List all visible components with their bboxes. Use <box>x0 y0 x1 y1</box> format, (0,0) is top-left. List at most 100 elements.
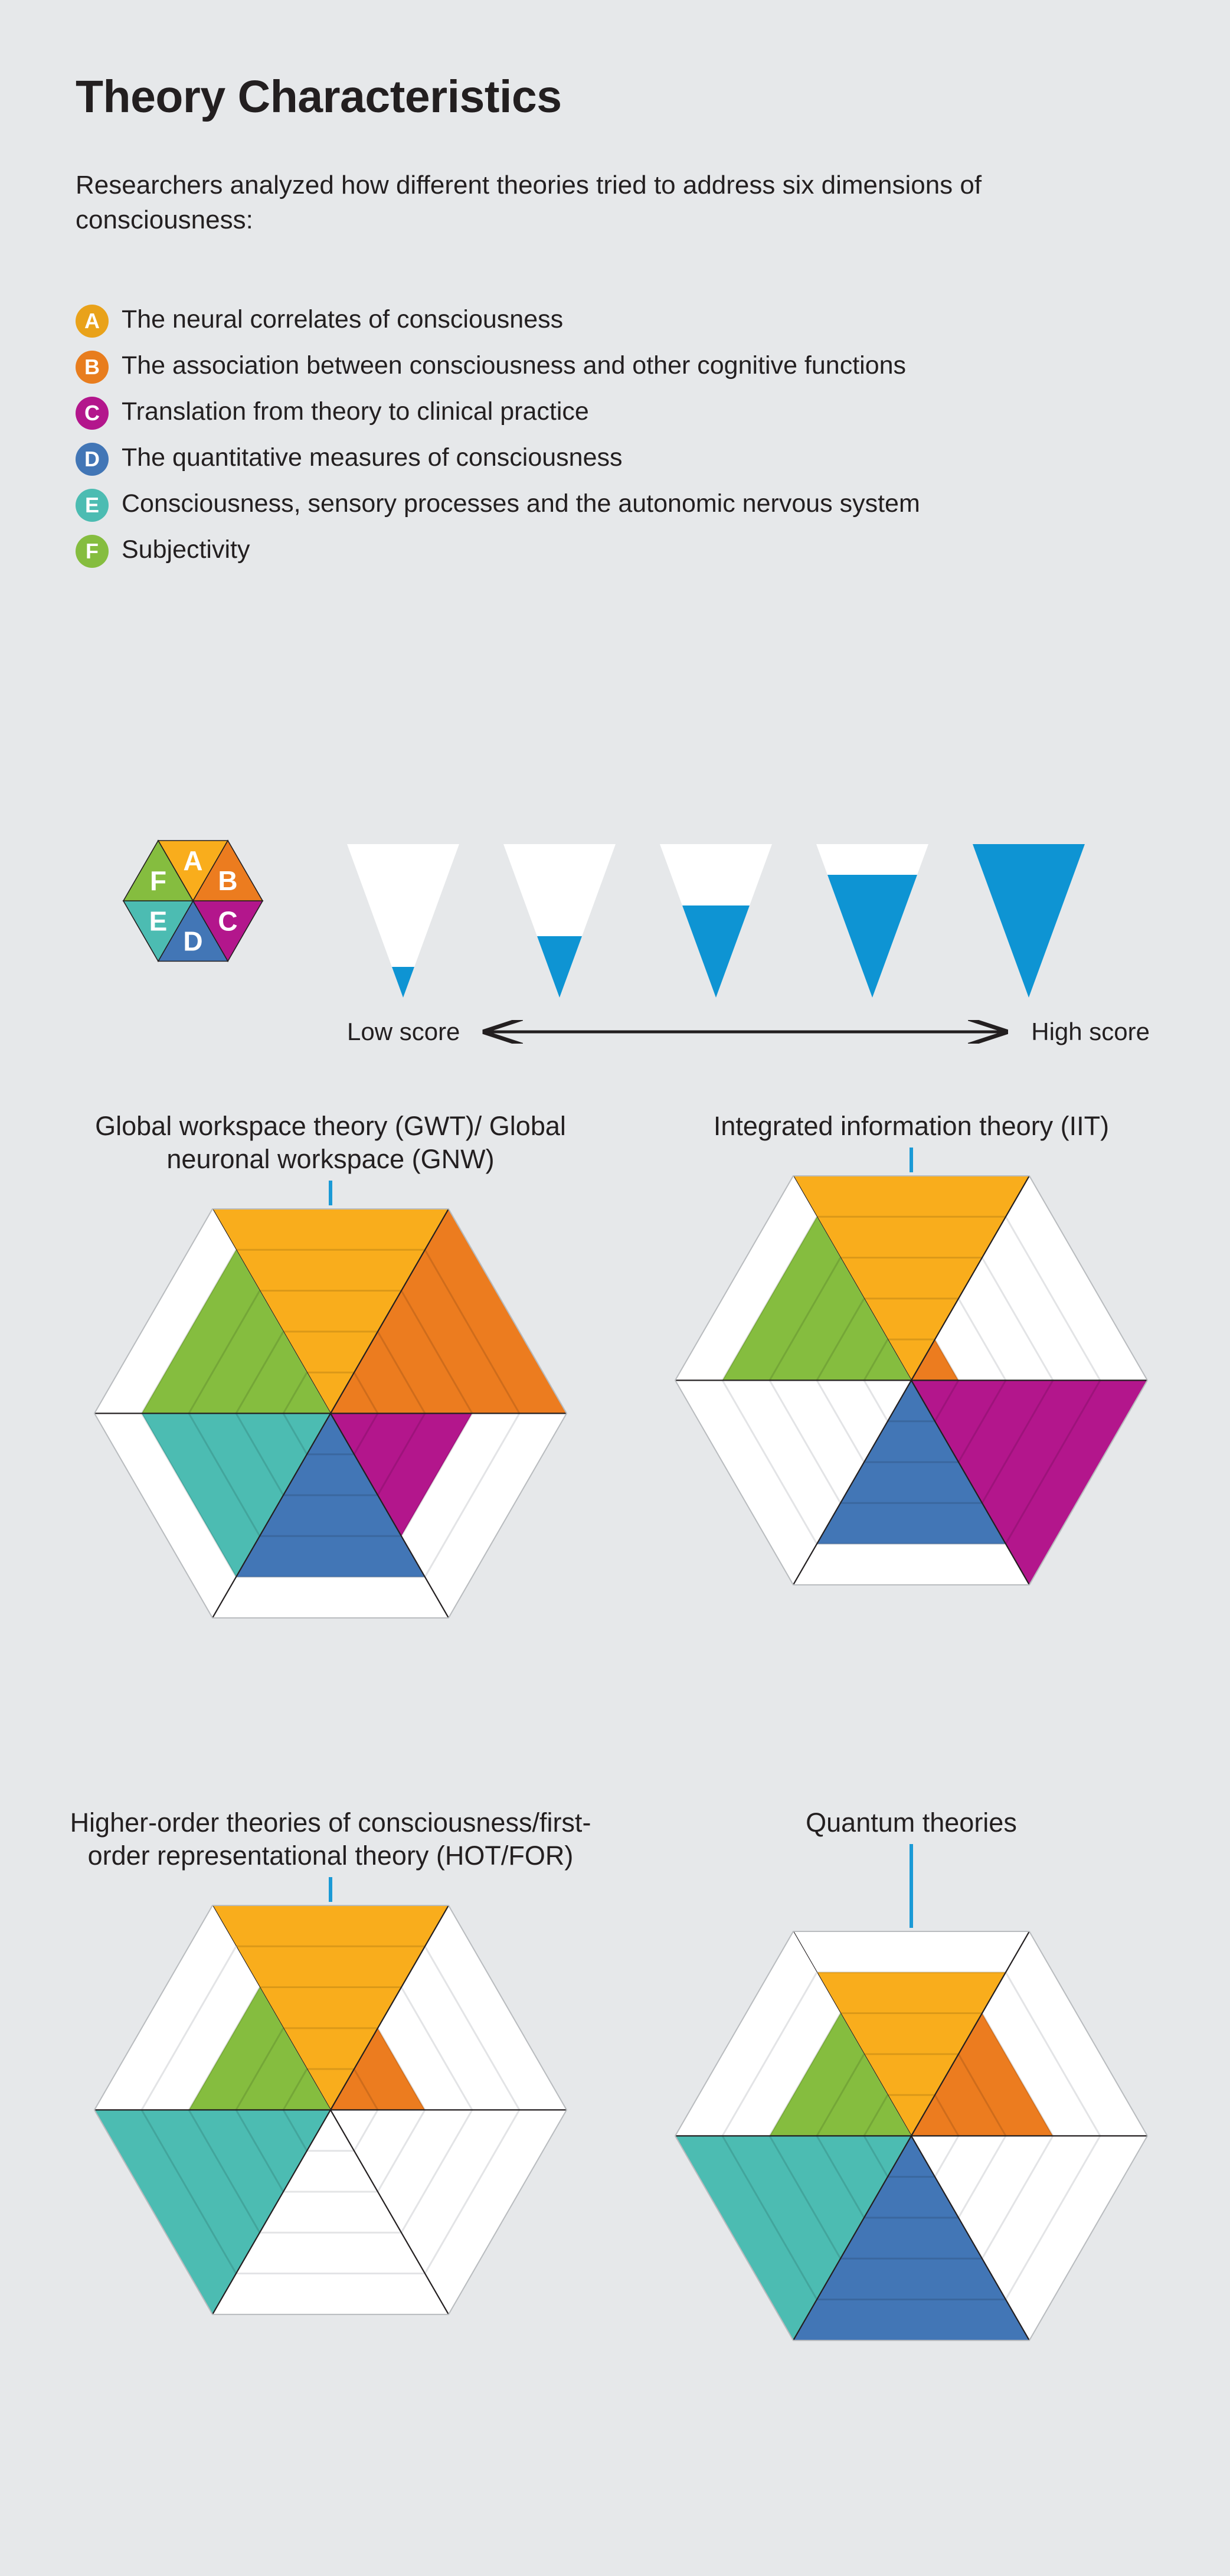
segment-value <box>793 1175 1029 1381</box>
gridline <box>235 2027 284 2110</box>
radar-segment-e <box>675 2135 912 2341</box>
key-segment-f <box>122 839 194 901</box>
segment-value <box>212 1208 449 1413</box>
gridline <box>863 2094 889 2136</box>
chart-title: Global workspace theory (GWT)/ Global ne… <box>95 1111 566 1174</box>
gridline <box>282 2068 308 2110</box>
scale-level-3 <box>660 844 772 998</box>
gridline <box>377 2027 426 2110</box>
axis-spoke <box>330 1413 449 1618</box>
legend-label-d: The quantitative measures of consciousne… <box>122 443 623 472</box>
key-segment-label-b: B <box>218 865 237 896</box>
gridline <box>400 1986 473 2110</box>
key-segment-label-a: A <box>183 845 202 876</box>
hexagon-outline <box>93 1208 568 1619</box>
segment-track <box>331 2110 567 2315</box>
key-segment-label-d: D <box>183 926 202 956</box>
scale-triangle-track <box>503 844 616 998</box>
key-segment-label-f: F <box>150 865 166 896</box>
scale-triangle-fill <box>537 936 582 998</box>
gridline <box>400 1290 473 1414</box>
hexagon-outline <box>93 1904 568 2315</box>
gridline <box>235 1331 284 1414</box>
segment-track <box>675 1380 911 1585</box>
gridline <box>934 1379 960 1422</box>
axis-spoke <box>330 1905 449 2110</box>
gridline <box>934 2135 960 2178</box>
segment-value <box>212 1905 449 2110</box>
title-connector-line <box>910 1147 913 1172</box>
legend-badge-a: A <box>76 305 109 338</box>
chart-title: Higher-order theories of consciousness/f… <box>70 1807 591 1871</box>
gridline <box>140 1946 237 2110</box>
title-connector-line <box>910 1843 913 1928</box>
gridline <box>188 2109 261 2233</box>
radar-hexagon <box>674 1930 1149 2341</box>
chart-title: Quantum theories <box>806 1807 1017 1838</box>
radar-segment-b <box>330 1905 567 2110</box>
gridline <box>768 2135 842 2259</box>
gridline <box>377 1413 426 1496</box>
scale-triangle-fill <box>827 875 917 998</box>
scale-triangle-track <box>347 844 459 998</box>
axis-spoke <box>793 1379 912 1586</box>
gridline <box>140 1249 237 1414</box>
segment-value <box>911 1380 1147 1585</box>
gridline <box>957 1379 1007 1463</box>
legend-label-e: Consciousness, sensory processes and the… <box>122 489 920 518</box>
axis-spoke <box>793 2135 912 2341</box>
radar-segment-d <box>793 1379 1030 1586</box>
high-score-label: High score <box>1031 1018 1150 1045</box>
axis-spoke <box>911 1379 1030 1586</box>
gridline <box>188 1986 261 2110</box>
segment-value <box>331 1208 567 1413</box>
scale-triangle-fill <box>973 844 1085 998</box>
axis-spoke <box>212 2109 331 2315</box>
gridline <box>816 2053 865 2136</box>
gridline <box>377 1331 426 1414</box>
title-connector-line <box>329 1877 332 1902</box>
segment-track <box>911 1175 1147 1381</box>
gridline <box>721 2135 818 2300</box>
gridline <box>1005 1216 1101 1381</box>
gridline <box>235 1413 284 1496</box>
axis-spoke <box>212 1413 331 1618</box>
gridline <box>1005 2135 1101 2300</box>
scale-level-4 <box>816 844 928 998</box>
chart-quantum: Quantum theories <box>616 1806 1206 2345</box>
title-connector-line <box>329 1180 332 1205</box>
gridline <box>981 1257 1054 1381</box>
segment-value <box>236 1413 425 1577</box>
gridline <box>934 2094 960 2136</box>
key-segment-label-c: C <box>218 905 237 936</box>
gridline <box>282 1413 308 1455</box>
gridline <box>140 1413 237 1577</box>
gridline <box>424 1249 521 1414</box>
score-direction-arrow-icon <box>476 1020 1015 1044</box>
segment-value <box>331 2028 425 2110</box>
axis-spoke <box>911 2135 1030 2341</box>
score-scale <box>347 844 1085 1006</box>
gridline <box>721 1379 818 1545</box>
gridline <box>768 1379 842 1503</box>
gridline <box>934 1339 960 1381</box>
legend-label-f: Subjectivity <box>122 535 250 564</box>
gridline <box>140 2109 237 2274</box>
gridline <box>353 2109 379 2152</box>
gridline <box>957 2135 1007 2218</box>
segment-value <box>770 2013 911 2136</box>
gridline <box>353 2068 379 2110</box>
segment-value <box>911 1339 959 1381</box>
intro-paragraph: Researchers analyzed how different theor… <box>76 171 982 234</box>
radar-segment-d <box>793 2135 1030 2341</box>
segment-value <box>142 1413 331 1577</box>
gridline <box>981 2135 1054 2259</box>
gridline <box>353 1413 379 1455</box>
segment-value <box>722 1217 911 1381</box>
